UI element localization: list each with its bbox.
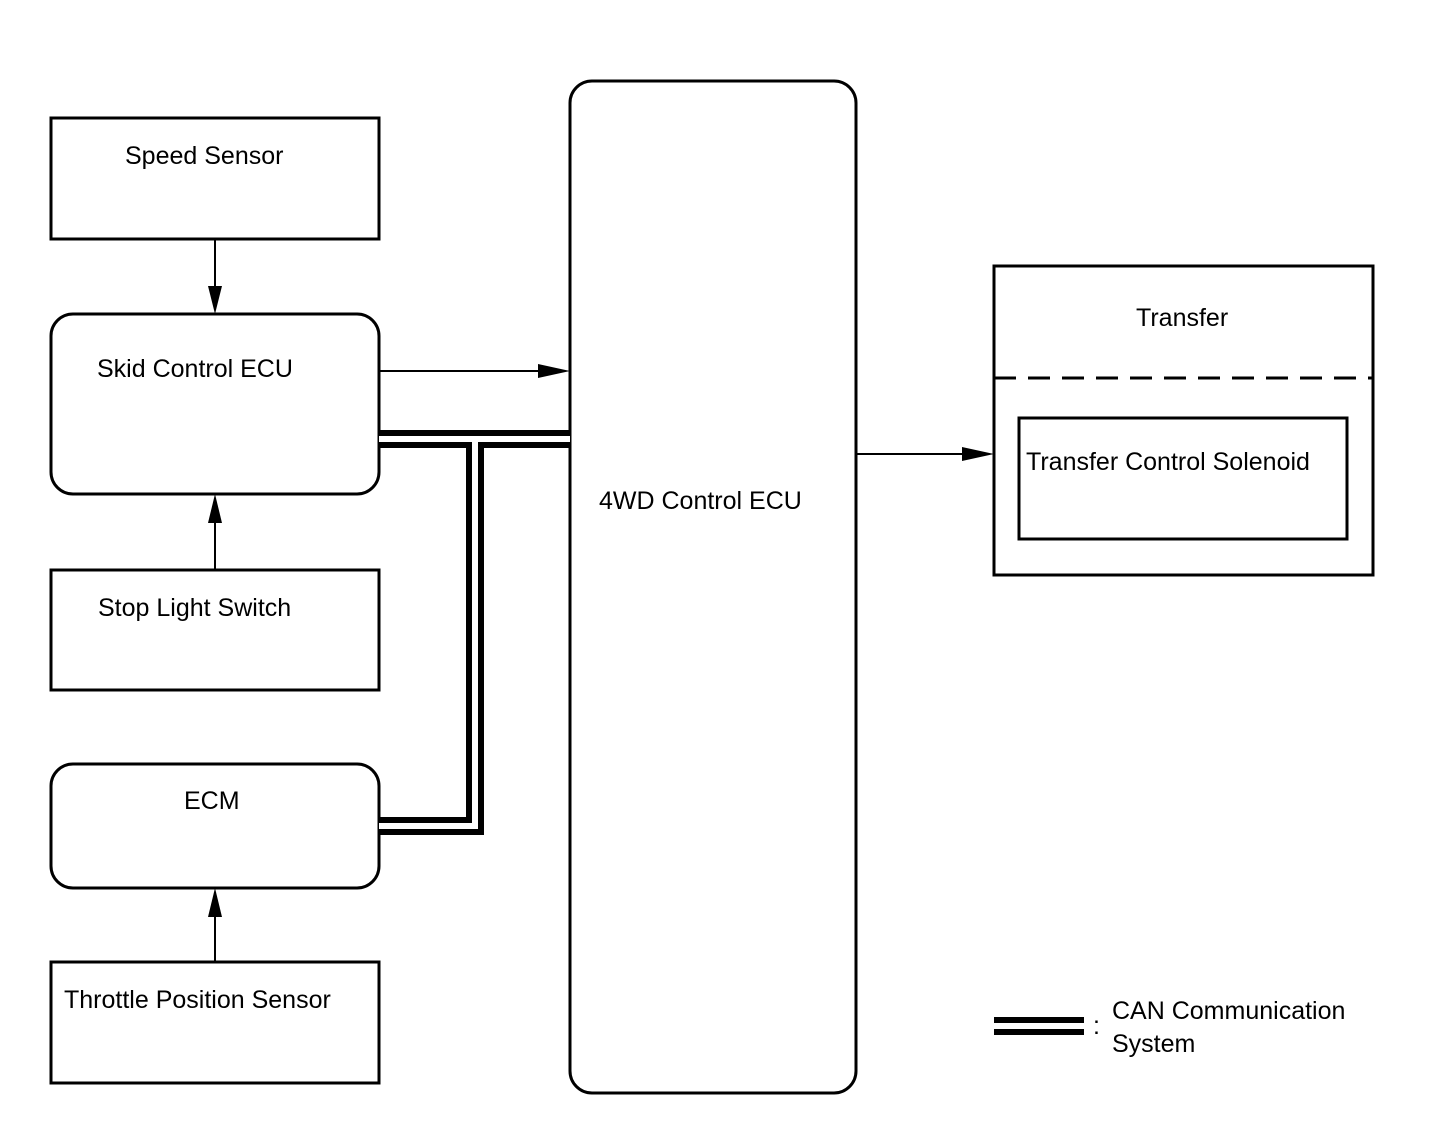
can-bus [379,430,570,835]
ecm-label: ECM [184,787,240,815]
ecm-box [49,762,381,890]
arrow-throttle-to-ecm-head [208,888,222,917]
throttle-position-sensor-box [49,960,381,1085]
speed-sensor-label: Speed Sensor [125,142,283,170]
skid-control-ecu-box [49,312,381,496]
transfer-control-solenoid-box [1017,416,1349,541]
speed-sensor-box [49,116,381,241]
arrow-speed-to-skid-head [208,286,222,314]
legend-label-line1: CAN Communication [1112,997,1345,1025]
stop-light-switch-label: Stop Light Switch [98,594,291,622]
arrow-skid-to-4wd-head [538,364,570,378]
skid-control-ecu-label: Skid Control ECU [97,355,293,383]
4wd-control-ecu-box [568,79,858,1095]
arrow-stoplight-to-skid-head [208,494,222,523]
throttle-position-sensor-label: Throttle Position Sensor [64,986,331,1014]
transfer-control-solenoid-label: Transfer Control Solenoid [1026,448,1310,476]
legend-label-line2: System [1112,1030,1195,1058]
legend: : CAN Communication System [994,997,1345,1058]
transfer-label: Transfer [1136,304,1228,332]
legend-separator: : [1093,1012,1100,1040]
4wd-control-ecu-label: 4WD Control ECU [599,487,802,515]
stop-light-switch-box [49,568,381,692]
arrow-4wd-to-transfer-head [962,447,994,461]
